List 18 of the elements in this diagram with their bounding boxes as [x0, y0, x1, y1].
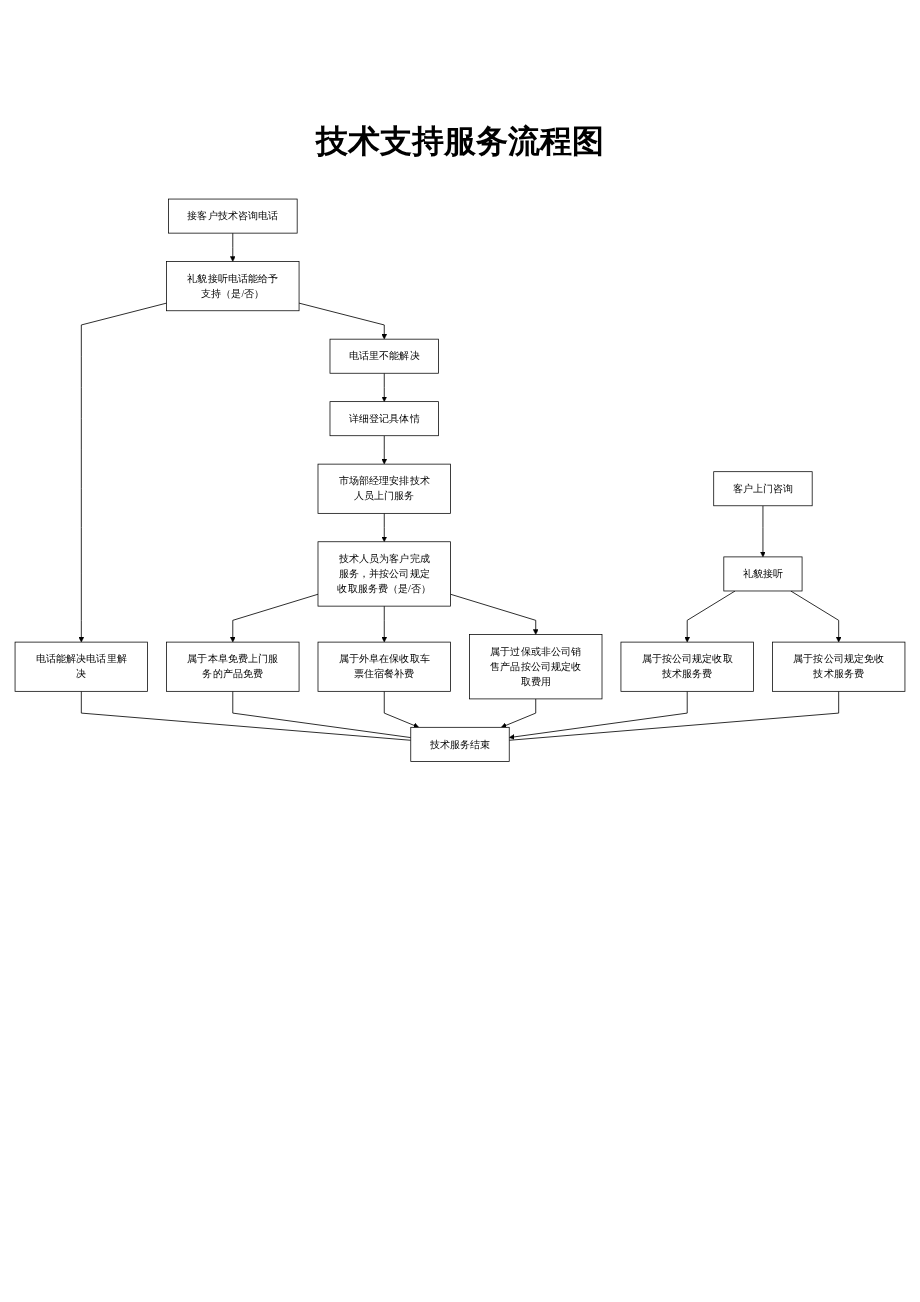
node-box: 接客户技术咨询电话 — [168, 198, 298, 234]
node-box: 礼貌接听 — [723, 556, 803, 592]
node-box: 属于外阜在保收取车票住宿餐补费 — [317, 641, 451, 692]
node-box: 详细登记具体情 — [329, 401, 439, 437]
diagram-title: 技术支持服务流程图 — [314, 122, 605, 161]
node-box: 属于本阜免费上门服务的产品免费 — [166, 641, 300, 692]
node-box: 属于过保或非公司销售产品按公司规定收取费用 — [469, 634, 603, 700]
node-box: 客户上门咨询 — [713, 471, 813, 507]
node-box: 电话里不能解决 — [329, 338, 439, 374]
connector — [80, 690, 412, 741]
node-box: 属于按公司规定收取技术服务费 — [620, 641, 754, 692]
node-box: 技术人员为客户完成服务，并按公司规定收取服务费（是/否） — [317, 541, 451, 607]
node-box: 电话能解决电话里解决 — [14, 641, 148, 692]
node-box: 市场部经理安排技术人员上门服务 — [317, 463, 451, 514]
node-box: 礼貌接听电话能给予支持（是/否） — [166, 261, 300, 312]
node-box: 技术服务结束 — [410, 726, 510, 762]
node-box: 属于按公司规定免收技术服务费 — [772, 641, 906, 692]
connector — [232, 690, 412, 738]
